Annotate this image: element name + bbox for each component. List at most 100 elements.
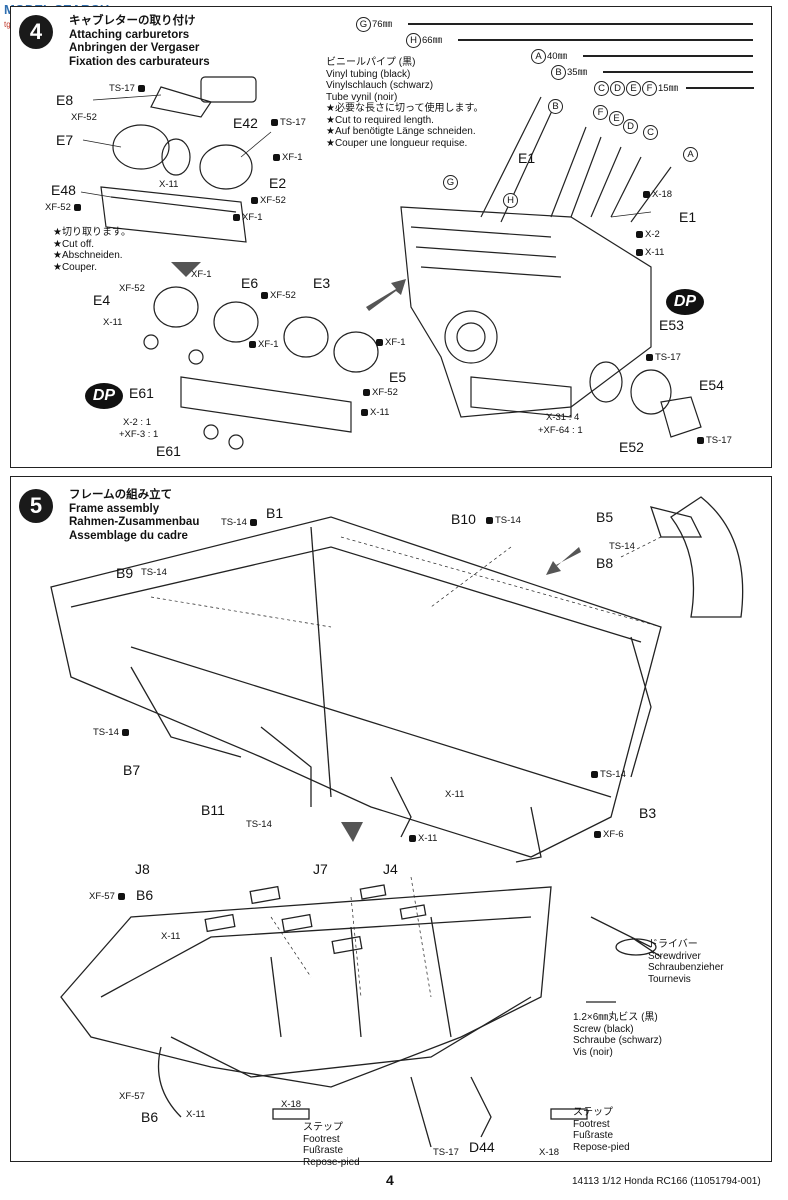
part-label: B3	[639, 805, 657, 821]
tube-bar	[408, 23, 753, 25]
paint-drop-icon	[636, 248, 643, 256]
paint-drop-icon	[137, 84, 145, 92]
part-label: E1	[518, 150, 536, 166]
tube-tag: B	[548, 99, 564, 114]
paint-callout: XF-52	[45, 202, 83, 213]
tube-tag: G	[443, 175, 459, 190]
title-en: Frame assembly	[69, 502, 160, 515]
paint-callout: TS-14	[609, 541, 635, 552]
paint-code: X-11	[445, 789, 465, 800]
part-label: B1	[266, 505, 284, 521]
part-label: B8	[596, 555, 614, 571]
paint-callout: X-11	[186, 1109, 205, 1120]
paint-drop-icon	[261, 291, 268, 299]
paint-callout: XF-1	[191, 269, 212, 280]
paint-code: X-2 : 1	[123, 417, 151, 428]
tube-letter: H	[406, 33, 421, 48]
paint-code: XF-1	[191, 269, 212, 280]
paint-code: TS-14	[246, 819, 272, 830]
tube-tag: H	[503, 193, 519, 208]
paint-callout: XF-52	[363, 387, 398, 398]
paint-callout: TS-17	[433, 1147, 459, 1158]
paint-code: X-31 : 4	[546, 412, 580, 423]
tube-letter: H	[503, 193, 518, 208]
paint-code: TS-14	[221, 517, 247, 528]
part-label: E2	[269, 175, 287, 191]
paint-drop-icon	[249, 518, 257, 526]
paint-code: XF-52	[71, 112, 97, 123]
tube-bar	[458, 39, 753, 41]
note-line: Schraubenzieher	[648, 962, 724, 973]
paint-drop-icon	[273, 153, 280, 161]
paint-mix: X-31 : 4	[546, 412, 579, 423]
paint-callout: TS-14	[246, 819, 272, 830]
paint-callout: TS-14	[221, 517, 259, 528]
paint-callout: TS-14	[591, 769, 626, 780]
note-line: ★Couper.	[53, 261, 97, 273]
paint-callout: XF-1	[249, 339, 279, 350]
step-5-title: フレームの組み立て Frame assembly Rahmen-Zusammen…	[69, 489, 199, 543]
part-label: B6	[136, 887, 154, 903]
part-label: E61	[129, 385, 154, 401]
part-label: B6	[141, 1109, 159, 1125]
paint-mix: +XF-64 : 1	[538, 425, 583, 436]
note-line: Tournevis	[648, 973, 691, 985]
paint-code: TS-17	[109, 83, 135, 94]
note-line: Vinyl tubing (black)	[326, 68, 411, 80]
tube-length: 35㎜	[567, 67, 588, 78]
paint-callout: X-18	[539, 1147, 559, 1158]
paint-code: X-11	[418, 833, 438, 844]
tube-length: 15㎜	[658, 83, 679, 94]
paint-code: X-18	[281, 1099, 302, 1110]
paint-code: XF-52	[260, 195, 286, 206]
screw-note: 1.2×6㎜丸ビス (黒) Screw (black) Schraube (sc…	[573, 1012, 662, 1058]
paint-code: XF-57	[119, 1091, 145, 1102]
paint-code: X-18	[539, 1147, 560, 1158]
part-label: E8	[56, 92, 74, 108]
paint-code: XF-1	[258, 339, 279, 350]
note-line: Vinylschlauch (schwarz)	[326, 80, 434, 91]
part-label: B5	[596, 509, 614, 525]
paint-code: XF-52	[45, 202, 71, 213]
paint-code: X-11	[645, 247, 665, 258]
tube-letter: G	[443, 175, 458, 190]
paint-drop-icon	[643, 190, 650, 198]
paint-code: XF-52	[372, 387, 398, 398]
title-ja: フレームの組み立て	[69, 489, 173, 501]
title-de: Rahmen-Zusammenbau	[69, 516, 200, 528]
note-line: ★切り取ります。	[53, 227, 131, 238]
paint-drop-icon	[117, 892, 125, 900]
note-line: Vis (noir)	[573, 1046, 613, 1058]
part-label: E5	[389, 369, 407, 385]
paint-code: TS-14	[93, 727, 119, 738]
tube-bar	[583, 55, 753, 57]
note-line: ★Couper une longueur requise.	[326, 137, 468, 149]
part-label: E42	[233, 115, 258, 131]
note-line: Screwdriver	[648, 950, 701, 962]
title-en: Attaching carburetors	[69, 28, 190, 41]
title-fr: Assemblage du cadre	[69, 529, 188, 542]
tube-tag: E	[609, 111, 625, 126]
paint-code: +XF-64 : 1	[538, 425, 583, 436]
part-label: J7	[313, 861, 328, 877]
note-line: ビニールパイプ (黒)	[326, 57, 416, 68]
part-label: B10	[451, 511, 476, 527]
part-label: E52	[619, 439, 644, 455]
part-label: D44	[469, 1139, 495, 1155]
paint-drop-icon	[73, 203, 81, 211]
paint-code: TS-17	[433, 1147, 459, 1158]
note-line: Tube vynil (noir)	[326, 91, 398, 103]
paint-drop-icon	[697, 436, 704, 444]
note-line: Schraube (schwarz)	[573, 1035, 662, 1046]
paint-callout: XF-1	[233, 212, 263, 223]
tube-letter: E	[626, 81, 641, 96]
paint-callout: X-2	[636, 229, 660, 240]
note-line: ★Cut to required length.	[326, 114, 434, 126]
paint-callout: XF-52	[261, 290, 296, 301]
paint-callout: TS-17	[697, 435, 732, 446]
footrest-note: ステップ Footrest Fußraste Repose-pied	[573, 1107, 630, 1153]
note-line: ドライバー	[648, 939, 698, 950]
part-label: J8	[135, 861, 150, 877]
